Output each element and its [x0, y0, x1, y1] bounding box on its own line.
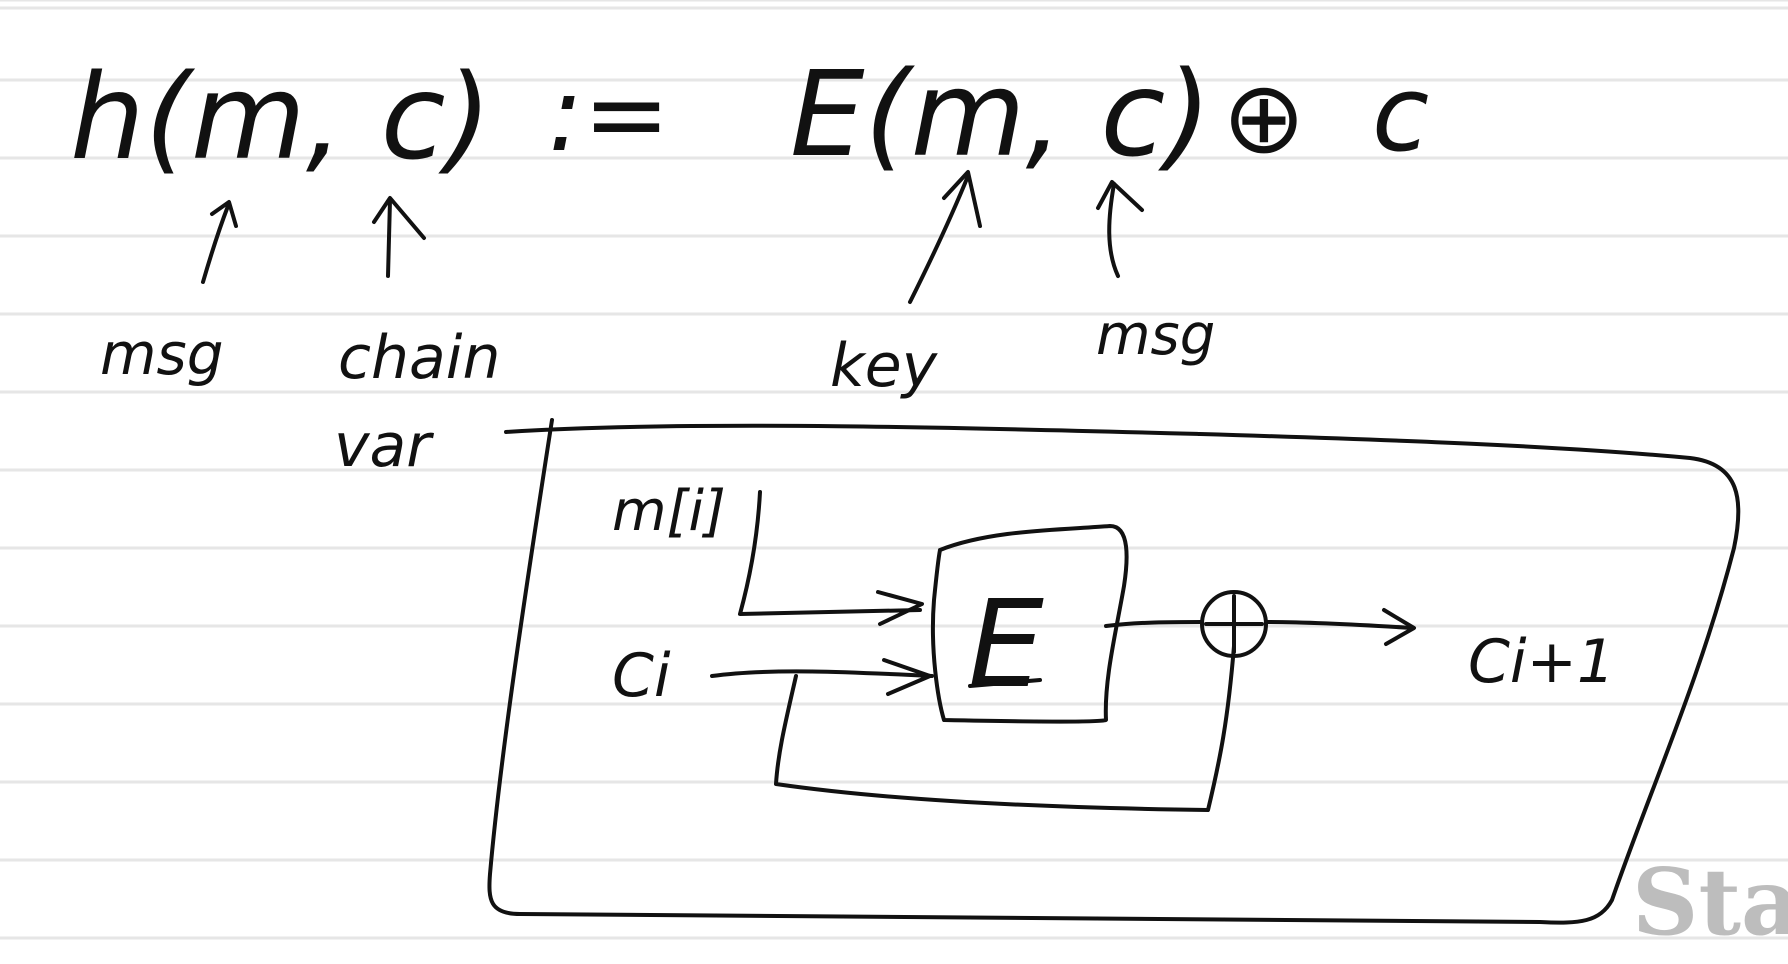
arrow-chain-var-head	[372, 196, 426, 240]
cipher-output-line	[1104, 620, 1204, 628]
ruled-lines	[0, 0, 1788, 940]
outer-frame	[487, 418, 1741, 925]
arrow-chain-var	[386, 198, 392, 278]
message-input-arrowhead	[876, 590, 924, 626]
arrow-msg-left	[201, 204, 230, 284]
compression-diagram: E m[i] Ci Ci+1	[487, 418, 1741, 925]
formula: h(m, c) := E(m, c) ⊕ c	[70, 45, 1429, 186]
label-msg-left: msg	[100, 320, 224, 388]
cipher-box-underline	[968, 678, 1042, 688]
arrow-key	[908, 174, 970, 304]
xor-output-arrowhead	[1382, 608, 1416, 646]
institution-watermark: Stan	[1632, 848, 1788, 956]
message-input-line	[738, 490, 922, 616]
formula-lhs: h(m, c)	[70, 48, 492, 186]
arrow-key-head	[942, 170, 982, 228]
label-chain: chain	[338, 323, 500, 393]
chain-input-line	[710, 669, 934, 678]
label-key: key	[830, 331, 939, 401]
feed-forward-line	[774, 644, 1236, 812]
input-block-label: m[i]	[612, 479, 726, 544]
formula-rhs-tail: c	[1372, 53, 1429, 175]
formula-annotation-arrows	[201, 170, 1144, 304]
input-chain-label: Ci	[612, 641, 671, 711]
arrow-msg-right-head	[1096, 180, 1144, 212]
formula-assign: :=	[548, 53, 670, 175]
xor-output-line	[1264, 620, 1414, 630]
formula-rhs-cipher: E(m, c)	[790, 45, 1211, 183]
formula-xor-icon: ⊕	[1222, 59, 1306, 176]
formula-annotations: msg chain var key msg	[100, 303, 1215, 481]
label-msg-right: msg	[1096, 303, 1215, 368]
cipher-box	[930, 524, 1129, 724]
arrow-msg-left-head	[210, 200, 238, 228]
arrow-msg-right	[1107, 182, 1120, 278]
cipher-box-label: E	[968, 576, 1044, 715]
diagram-xor-cross	[1204, 594, 1264, 654]
output-chain-label: Ci+1	[1468, 627, 1615, 697]
chain-input-arrowhead	[882, 658, 932, 696]
label-var: var	[334, 411, 434, 481]
